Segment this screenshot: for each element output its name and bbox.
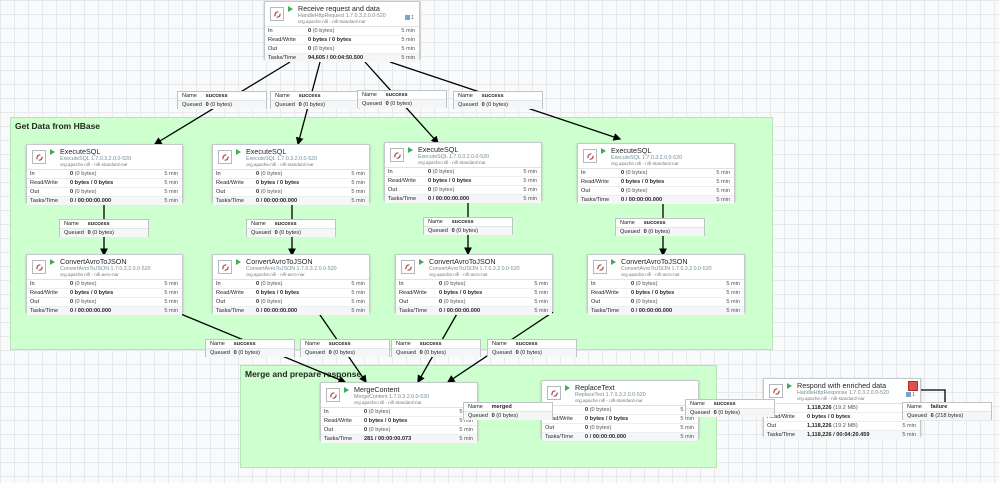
processor-icon [769,384,783,398]
processor-icon [326,388,340,402]
connection-label[interactable]: Name failure Queued 6 (218 bytes) [902,402,992,420]
processor-type: ConvertAvroToJSON 1.7.0.3.2.0.0-520 [621,266,712,272]
processor-convertavro-4[interactable]: ConvertAvroToJSON ConvertAvroToJSON 1.7.… [587,254,745,315]
processor-icon [270,7,284,21]
connection-label[interactable]: Name success Queued 0 (0 bytes) [685,399,775,417]
running-icon [236,149,241,155]
processor-type: HandleHttpRequest 1.7.0.3.2.0.0-520 [298,13,386,19]
connection-label[interactable]: Name success Queued 0 (0 bytes) [423,217,513,235]
processor-bundle: org.apache.nifi - nifi-avro-nar [621,272,680,277]
processor-executesql-2[interactable]: ExecuteSQL ExecuteSQL 1.7.0.3.2.0.0-520 … [212,144,370,205]
connection-label[interactable]: Name success Queued 0 (0 bytes) [487,339,577,357]
processor-name: Respond with enriched data [797,381,887,390]
processor-bundle: org.apache.nifi - nifi-standard-nar [60,162,128,167]
processor-bundle: org.apache.nifi - nifi-standard-nar [611,161,679,166]
running-icon [288,6,293,12]
processor-bundle: org.apache.nifi - nifi-standard-nar [797,396,865,401]
connection-label[interactable]: Name success Queued 0 (0 bytes) [270,91,360,109]
processor-type: ExecuteSQL 1.7.0.3.2.0.0-520 [246,156,318,162]
processor-bundle: org.apache.nifi - nifi-standard-nar [575,398,643,403]
connection-label[interactable]: Name success Queued 0 (0 bytes) [246,219,336,237]
processor-executesql-1[interactable]: ExecuteSQL ExecuteSQL 1.7.0.3.2.0.0-520 … [26,144,183,205]
thread-icon [405,15,411,21]
running-icon [236,259,241,265]
processor-name: ExecuteSQL [418,145,459,154]
processor-icon [583,149,597,163]
processor-type: ConvertAvroToJSON 1.7.0.3.2.0.0-520 [429,266,520,272]
connection-label[interactable]: Name success Queued 0 (0 bytes) [177,91,267,109]
processor-icon [218,260,232,274]
processor-bundle: org.apache.nifi - nifi-avro-nar [60,272,119,277]
running-icon [565,385,570,391]
processor-type: HandleHttpResponse 1.7.0.3.2.0.0-520 [797,390,889,396]
processor-icon [32,150,46,164]
processor-name: ConvertAvroToJSON [621,257,688,266]
process-group-title: Get Data from HBase [15,121,101,131]
processor-bundle: org.apache.nifi - nifi-avro-nar [246,272,305,277]
connection-label[interactable]: Name success Queued 0 (0 bytes) [300,339,390,357]
processor-bundle: org.apache.nifi - nifi-standard-nar [354,400,422,405]
processor-name: ConvertAvroToJSON [429,257,496,266]
running-icon [50,149,55,155]
running-icon [787,383,792,389]
processor-icon [593,260,607,274]
connection-label[interactable]: Name success Queued 0 (0 bytes) [59,219,149,237]
processor-respond[interactable]: Respond with enriched data HandleHttpRes… [763,378,921,439]
connection-label[interactable]: Name success Queued 0 (0 bytes) [615,218,705,236]
processor-executesql-3[interactable]: ExecuteSQL ExecuteSQL 1.7.0.3.2.0.0-520 … [384,142,542,203]
processor-receive-request[interactable]: Receive request and data HandleHttpReque… [264,1,420,62]
processor-convertavro-3[interactable]: ConvertAvroToJSON ConvertAvroToJSON 1.7.… [395,254,553,315]
running-icon [408,147,413,153]
processor-type: ConvertAvroToJSON 1.7.0.3.2.0.0-520 [60,266,151,272]
processor-name: ReplaceText [575,383,615,392]
thread-count-badge: 1 [405,15,414,21]
bulletin-warning-icon[interactable] [908,381,918,391]
process-group-title: Merge and prepare response [245,369,362,379]
processor-bundle: org.apache.nifi - nifi-standard-nar [298,19,366,24]
connection-label[interactable]: Name merged Queued 0 (0 bytes) [463,402,553,420]
processor-name: Receive request and data [298,4,380,13]
processor-icon [32,260,46,274]
processor-name: ExecuteSQL [246,147,287,156]
running-icon [601,148,606,154]
connection-label[interactable]: Name success Queued 0 (0 bytes) [391,339,481,357]
processor-bundle: org.apache.nifi - nifi-standard-nar [418,160,486,165]
processor-convertavro-1[interactable]: ConvertAvroToJSON ConvertAvroToJSON 1.7.… [26,254,183,315]
connection-label[interactable]: Name success Queued 0 (0 bytes) [453,91,543,109]
connection-label[interactable]: Name success Queued 0 (0 bytes) [357,90,447,108]
thread-icon [906,392,912,398]
processor-type: MergeContent 1.7.0.3.2.0.0-520 [354,394,430,400]
processor-type: ExecuteSQL 1.7.0.3.2.0.0-520 [611,155,683,161]
connection-label[interactable]: Name success Queued 0 (0 bytes) [205,339,295,357]
running-icon [344,387,349,393]
processor-name: ExecuteSQL [611,146,652,155]
processor-name: ConvertAvroToJSON [60,257,127,266]
processor-icon [401,260,415,274]
processor-convertavro-2[interactable]: ConvertAvroToJSON ConvertAvroToJSON 1.7.… [212,254,370,315]
thread-count-badge: 1 [906,392,915,398]
processor-icon [218,150,232,164]
running-icon [419,259,424,265]
processor-type: ExecuteSQL 1.7.0.3.2.0.0-520 [60,156,132,162]
processor-icon [547,386,561,400]
processor-name: MergeContent [354,385,400,394]
running-icon [50,259,55,265]
processor-type: ReplaceText 1.7.0.3.2.0.0-520 [575,392,646,398]
processor-executesql-4[interactable]: ExecuteSQL ExecuteSQL 1.7.0.3.2.0.0-520 … [577,143,735,204]
processor-mergecontent[interactable]: MergeContent MergeContent 1.7.0.3.2.0.0-… [320,382,478,443]
processor-type: ConvertAvroToJSON 1.7.0.3.2.0.0-520 [246,266,337,272]
processor-type: ExecuteSQL 1.7.0.3.2.0.0-520 [418,154,490,160]
processor-name: ConvertAvroToJSON [246,257,313,266]
processor-name: ExecuteSQL [60,147,101,156]
processor-replacetext[interactable]: ReplaceText ReplaceText 1.7.0.3.2.0.0-52… [541,380,699,441]
running-icon [611,259,616,265]
processor-icon [390,148,404,162]
processor-bundle: org.apache.nifi - nifi-standard-nar [246,162,314,167]
processor-bundle: org.apache.nifi - nifi-avro-nar [429,272,488,277]
